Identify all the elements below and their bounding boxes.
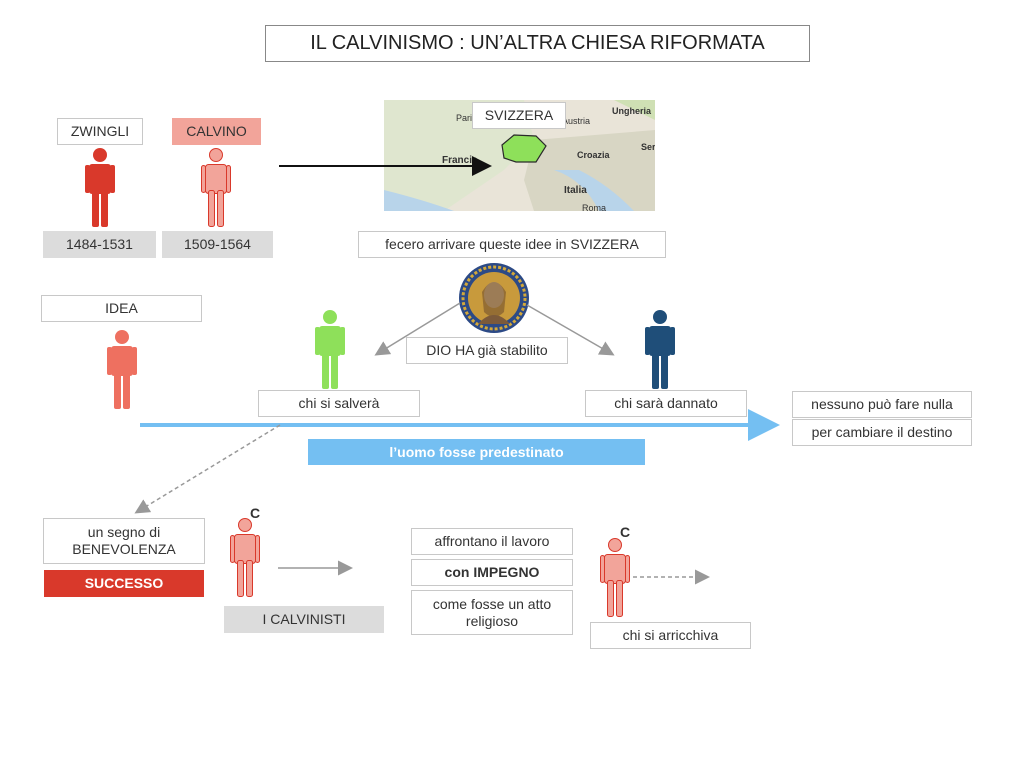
god-decided-label: DIO HA già stabilito bbox=[406, 337, 568, 364]
calvinists-label: I CALVINISTI bbox=[224, 606, 384, 633]
work-line-2: con IMPEGNO bbox=[411, 559, 573, 586]
map-place-parigi: Parigi bbox=[456, 113, 480, 123]
rich-person-icon bbox=[600, 538, 630, 617]
switzerland-label: SVIZZERA bbox=[472, 102, 566, 129]
result-line-1: nessuno può fare nulla bbox=[792, 391, 972, 418]
calvino-person-icon bbox=[201, 148, 231, 227]
calvino-years: 1509-1564 bbox=[162, 231, 273, 258]
spread-text: fecero arrivare queste idee in SVIZZERA bbox=[358, 231, 666, 258]
rich-letter: C bbox=[620, 524, 631, 540]
christ-medallion-icon bbox=[459, 263, 529, 333]
saved-label: chi si salverà bbox=[258, 390, 420, 417]
map-place-italia: Italia bbox=[564, 185, 587, 196]
map-place-ser: Ser bbox=[641, 142, 655, 152]
work-line-3: come fosse un atto religioso bbox=[411, 590, 573, 635]
map-place-roma: Roma bbox=[582, 203, 607, 211]
damned-label: chi sarà dannato bbox=[585, 390, 747, 417]
idea-label: IDEA bbox=[41, 295, 202, 322]
arrow-to-saved bbox=[374, 302, 461, 356]
predestined-banner: l’uomo fosse predestinato bbox=[308, 439, 645, 465]
map-place-francia: Francia bbox=[442, 155, 478, 166]
work-line-1: affrontano il lavoro bbox=[411, 528, 573, 555]
zwingli-label: ZWINGLI bbox=[57, 118, 143, 145]
calvinist-letter: C bbox=[250, 505, 261, 521]
zwingli-person-icon bbox=[85, 148, 115, 227]
map-place-croazia: Croazia bbox=[577, 150, 610, 160]
damned-person-icon bbox=[645, 310, 675, 389]
map-place-ungheria: Ungheria bbox=[612, 106, 652, 116]
success-label: SUCCESSO bbox=[44, 570, 204, 597]
result-line-2: per cambiare il destino bbox=[792, 419, 972, 446]
arrow-to-damned bbox=[526, 304, 615, 356]
zwingli-years: 1484-1531 bbox=[43, 231, 156, 258]
map-place-austria: Austria bbox=[562, 116, 591, 126]
rich-label: chi si arricchiva bbox=[590, 622, 751, 649]
saved-person-icon bbox=[315, 310, 345, 389]
page-title: IL CALVINISMO : UN’ALTRA CHIESA RIFORMAT… bbox=[265, 25, 810, 62]
arrow-to-benevolence bbox=[134, 424, 281, 514]
calvinist-person-icon bbox=[230, 518, 260, 597]
calvino-label: CALVINO bbox=[172, 118, 261, 145]
idea-person-icon bbox=[107, 330, 137, 409]
benevolence-sign: un segno di BENEVOLENZA bbox=[43, 518, 205, 564]
